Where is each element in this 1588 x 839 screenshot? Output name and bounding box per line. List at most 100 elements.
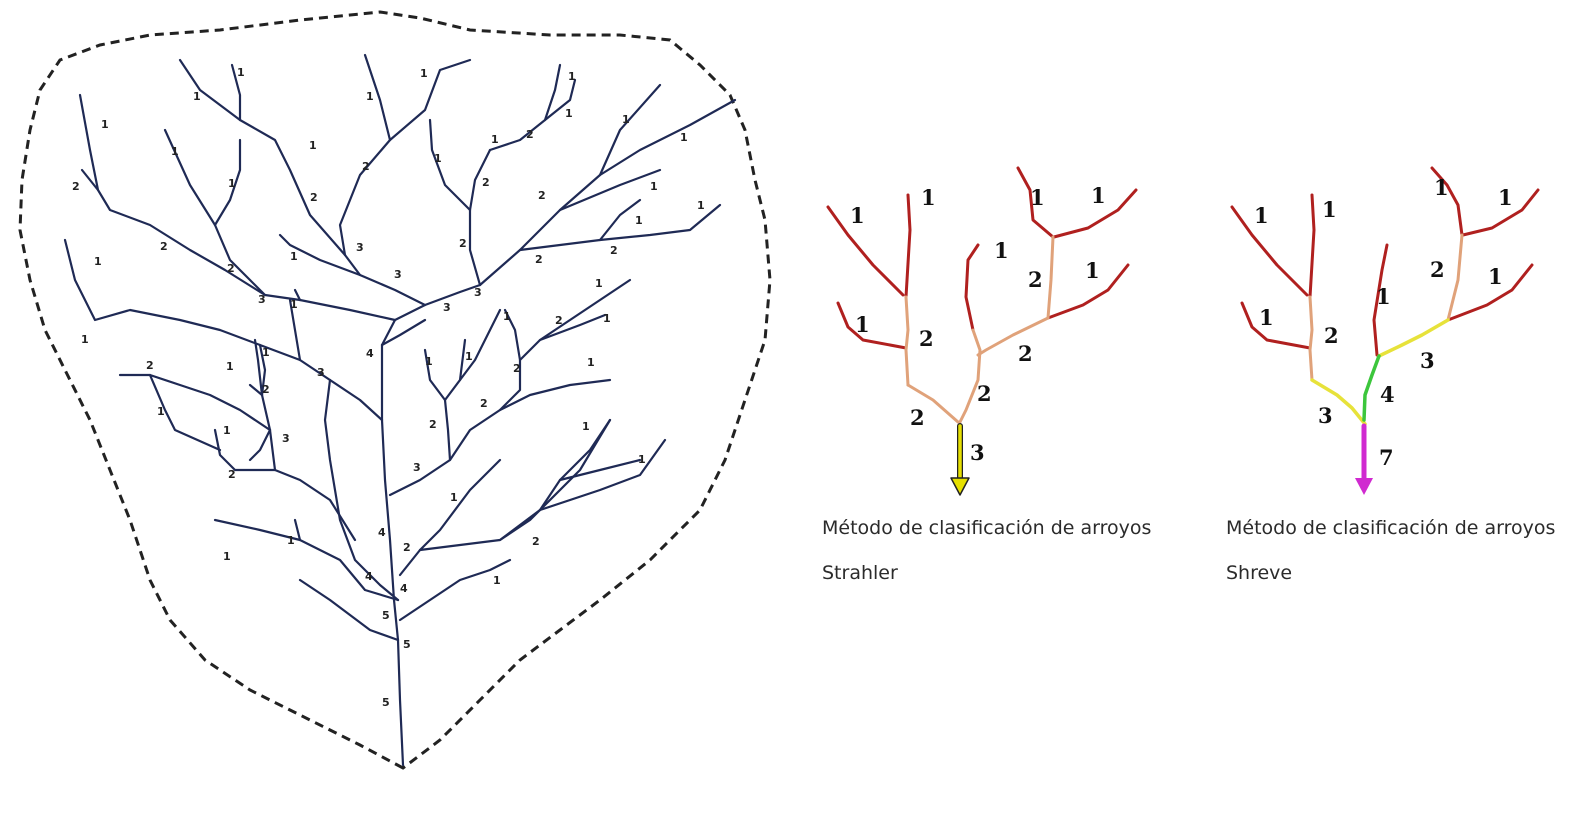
basin-order-label: 3 [258,293,266,306]
shreve-order-3-branches [1310,318,1450,426]
shreve-outlet-arrow [1355,423,1373,495]
basin-order-label: 2 [72,180,80,193]
strahler-order-2-branches [904,235,1055,424]
basin-order-label: 1 [603,312,611,325]
strahler-tree-diagram: 1 1 1 1 1 1 2 1 2 2 2 2 3 [818,150,1158,510]
basin-order-label: 2 [535,253,543,266]
basin-order-label: 1 [366,90,374,103]
basin-order-label: 1 [81,333,89,346]
basin-order-label: 2 [227,262,235,275]
basin-order-label: 2 [482,176,490,189]
shreve-order-label: 4 [1380,382,1395,407]
shreve-order-1-branches [1230,166,1540,357]
strahler-caption: Método de clasificación de arroyos Strah… [822,517,1152,584]
basin-order-label: 3 [356,241,364,254]
basin-order-label: 3 [282,432,290,445]
shreve-order-label: 1 [1498,185,1513,210]
basin-order-label: 2 [538,189,546,202]
shreve-order-label: 2 [1430,257,1445,282]
shreve-caption: Método de clasificación de arroyos Shrev… [1226,517,1556,584]
basin-order-label: 1 [587,356,595,369]
basin-order-label: 1 [582,420,590,433]
basin-order-label: 2 [526,128,534,141]
basin-order-label: 1 [635,214,643,227]
shreve-order-label: 3 [1420,348,1435,373]
basin-order-label: 1 [290,298,298,311]
basin-order-label: 2 [160,240,168,253]
strahler-order-label: 3 [970,440,985,465]
basin-order-label: 3 [413,461,421,474]
strahler-order-label: 1 [921,185,936,210]
shreve-order-label: 1 [1488,264,1503,289]
basin-order-label: 4 [365,570,373,583]
basin-order-label: 1 [226,360,234,373]
basin-order-label: 1 [568,70,576,83]
basin-order-label: 2 [403,541,411,554]
basin-order-label: 2 [610,244,618,257]
basin-order-label: 1 [290,250,298,263]
shreve-order-label: 2 [1324,323,1339,348]
basin-order-label: 4 [378,526,386,539]
basin-order-label: 1 [101,118,109,131]
basin-order-label: 2 [480,397,488,410]
strahler-order-1-branches [826,166,1138,350]
basin-order-label: 1 [193,90,201,103]
basin-order-label: 1 [503,310,511,323]
strahler-order-label: 2 [919,326,934,351]
strahler-order-label: 2 [910,405,925,430]
shreve-order-label: 3 [1318,403,1333,428]
basin-order-label: 1 [465,350,473,363]
shreve-order-labels: 1 1 1 1 1 2 1 1 2 3 4 3 7 [1254,175,1513,470]
basin-order-label: 5 [403,638,411,651]
basin-order-label: 2 [228,468,236,481]
basin-order-label: 1 [493,574,501,587]
strahler-order-label: 1 [1030,185,1045,210]
basin-order-label: 1 [262,346,270,359]
basin-order-label: 1 [491,133,499,146]
basin-order-label: 1 [697,199,705,212]
basin-order-label: 1 [680,131,688,144]
basin-order-label: 1 [287,534,295,547]
basin-order-label: 2 [310,191,318,204]
strahler-order-label: 1 [1091,183,1106,208]
shreve-tree-diagram: 1 1 1 1 1 2 1 1 2 3 4 3 7 [1222,150,1562,510]
basin-order-label: 1 [94,255,102,268]
basin-order-label: 1 [223,424,231,437]
basin-order-labels: 1 1 1 1 1 1 1 1 1 1 2 1 1 1 2 2 1 2 1 2 … [72,66,705,709]
strahler-order-label: 1 [994,238,1009,263]
basin-order-label: 2 [532,535,540,548]
strahler-order-label: 1 [850,203,865,228]
basin-order-label: 1 [595,277,603,290]
basin-order-label: 2 [555,314,563,327]
basin-order-label: 5 [382,696,390,709]
basin-order-label: 2 [459,237,467,250]
basin-order-label: 2 [146,359,154,372]
shreve-order-4-branch [1362,354,1381,422]
basin-order-label: 4 [400,582,408,595]
basin-order-label: 2 [513,362,521,375]
basin-order-label: 3 [317,366,325,379]
basin-order-label: 4 [366,347,374,360]
basin-order-label: 1 [171,145,179,158]
basin-order-label: 1 [223,550,231,563]
shreve-order-2-branches [1308,233,1464,382]
basin-order-label: 1 [638,453,646,466]
basin-order-label: 3 [474,286,482,299]
shreve-order-label: 1 [1322,197,1337,222]
basin-order-label: 1 [622,113,630,126]
shreve-order-label: 1 [1376,284,1391,309]
basin-order-label: 1 [650,180,658,193]
drainage-basin-diagram: 1 1 1 1 1 1 1 1 1 1 2 1 1 1 2 2 1 2 1 2 … [18,10,772,770]
basin-order-label: 2 [262,383,270,396]
shreve-order-label: 7 [1379,445,1394,470]
basin-order-label: 2 [429,418,437,431]
strahler-order-label: 1 [1085,258,1100,283]
strahler-order-label: 2 [1028,267,1043,292]
strahler-order-labels: 1 1 1 1 1 1 2 1 2 2 2 2 3 [850,183,1106,465]
basin-order-label: 1 [309,139,317,152]
shreve-order-label: 1 [1259,305,1274,330]
shreve-order-label: 1 [1434,175,1449,200]
basin-order-label: 3 [394,268,402,281]
basin-order-label: 1 [228,177,236,190]
strahler-order-label: 2 [977,381,992,406]
